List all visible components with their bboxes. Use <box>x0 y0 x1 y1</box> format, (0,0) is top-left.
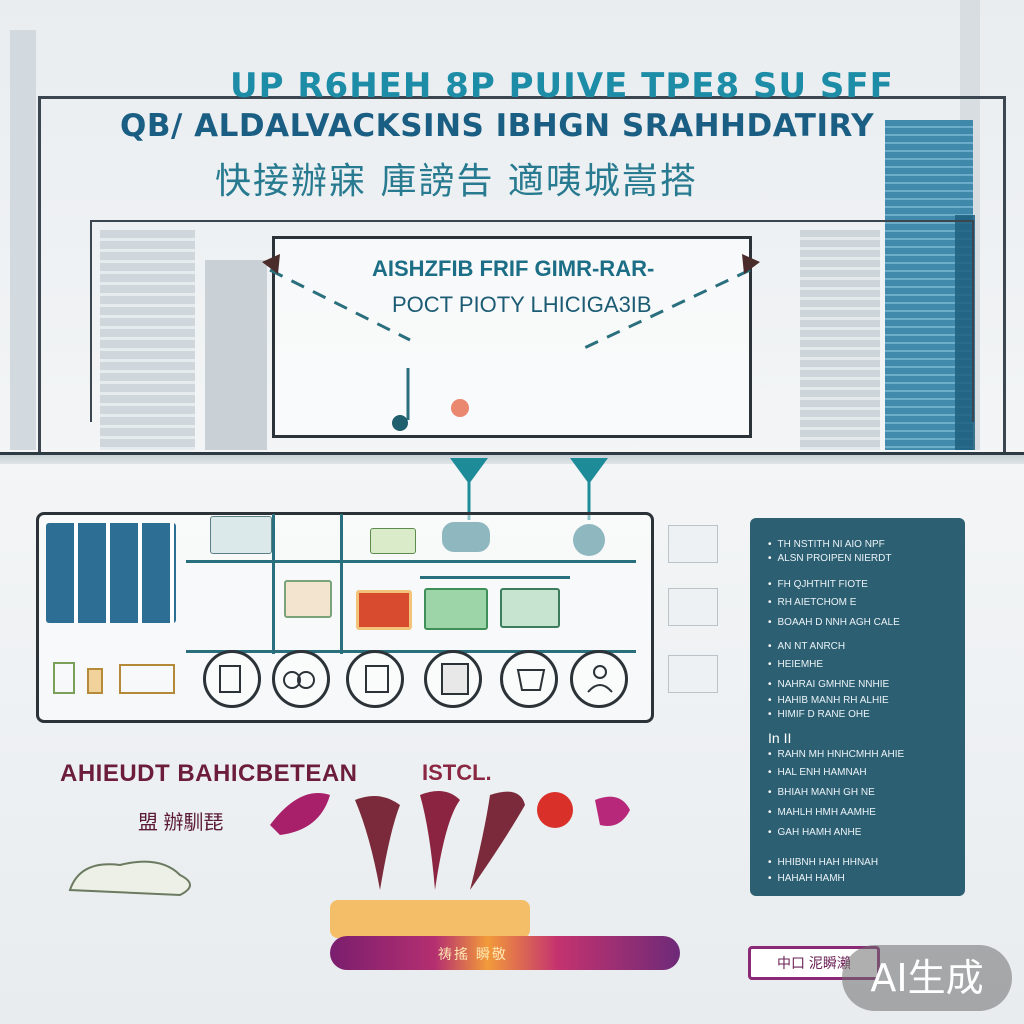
left-section-label: AHIEUDT BAHICBETEAN <box>60 760 358 787</box>
panel-thumbnail[interactable] <box>284 580 332 618</box>
card-bullet: HIMIF D RANE OHE <box>768 710 953 720</box>
user-icon-glyph <box>593 665 607 679</box>
flow-wire <box>272 514 275 654</box>
glass-tower-side <box>955 215 975 450</box>
bottom-bar[interactable] <box>330 936 680 970</box>
chart-thumbnail[interactable] <box>210 516 272 554</box>
view-connectors <box>262 254 760 431</box>
list-icon[interactable] <box>346 650 404 708</box>
link-icon-glyph <box>283 671 301 689</box>
splash-shape <box>355 796 400 890</box>
splash-shape <box>270 793 330 835</box>
info-card: TH NSTITH NI AIO NPF ALSN PROIPEN NIERDT… <box>750 518 965 896</box>
panel-thumbnail[interactable] <box>370 528 416 554</box>
card-bullet: MAHLH HMH AAMHE <box>768 808 953 818</box>
folder-icon <box>87 668 103 694</box>
dashed-connector <box>269 268 411 342</box>
glow-base <box>330 900 530 938</box>
card-bullet: HAHAH HAMH <box>768 874 953 884</box>
user-icon-glyph <box>587 684 613 693</box>
card-bullet: BHIAH MANH GH NE <box>768 788 953 798</box>
title-line-2: QB/ ALDALVACKSINS IBHGN SRAHHDATIRY <box>120 108 875 144</box>
background-building <box>100 230 195 450</box>
title-line-1: UP R6HEH 8P PUIVE TPE8 SU SFF <box>230 66 894 106</box>
splash-dot <box>537 792 573 828</box>
card-bullet: NAHRAI GMHNE NNHIE <box>768 680 953 690</box>
down-arrow-icon <box>450 458 488 484</box>
illustration-icon <box>668 525 718 563</box>
flow-left-icons <box>53 662 175 694</box>
illustration-icon <box>668 655 718 693</box>
circle-icon-glyphs <box>219 663 613 695</box>
dashed-connector <box>579 268 751 352</box>
splash-illustration <box>270 791 630 938</box>
panel-thumbnail[interactable] <box>424 588 488 630</box>
file-icon[interactable] <box>424 650 482 708</box>
illustration-icon <box>668 588 718 626</box>
card-bullet: HHIBNH HAH HHNAH <box>768 858 953 868</box>
ai-generated-badge: AI生成 <box>842 945 1012 1011</box>
link-icon-glyph <box>297 671 315 689</box>
view-title-line-1: AISHZFIB FRIF GIMR-RAR- <box>372 256 655 281</box>
splash-shape <box>595 796 630 826</box>
flow-wire <box>186 650 636 653</box>
ground-line <box>0 452 1024 464</box>
background-building <box>205 260 267 450</box>
background-building <box>800 230 880 450</box>
card-bullet: HAHIB MANH RH ALHIE <box>768 696 953 706</box>
document-icon-glyph <box>219 665 241 693</box>
card-bullet: RAHN MH HNHCMHH AHIE <box>768 750 953 760</box>
down-arrow-icon <box>570 458 608 484</box>
splash-shape <box>420 791 460 890</box>
user-icon[interactable] <box>570 650 628 708</box>
card-bullet: HAL ENH HAMNAH <box>768 768 953 778</box>
list-icon-glyph <box>365 665 389 693</box>
card-bullet: ALSN PROIPEN NIERDT <box>768 554 953 564</box>
title-chinese: 快接辦寐 庫謗告 適咦城嵩搭 <box>215 161 698 202</box>
file-icon-glyph <box>441 663 469 695</box>
background-building <box>10 30 36 450</box>
card-bullet: HEIEMHE <box>768 660 953 670</box>
panel-thumbnail[interactable] <box>356 590 412 630</box>
node-dot <box>392 415 408 431</box>
inner-frame <box>90 220 974 422</box>
card-bullet: GAH HAMH ANHE <box>768 828 953 838</box>
cloud-doodle <box>68 860 191 897</box>
flow-wire <box>420 576 570 579</box>
flow-wire <box>186 560 636 563</box>
chart-icon <box>119 664 175 694</box>
arrow-left-icon <box>262 254 280 274</box>
view-title-line-2: POCT PIOTY LHICIGA3IB <box>392 292 652 317</box>
card-bullet: TH NSTITH NI AIO NPF <box>768 540 953 550</box>
left-chinese-label: 盟 辦馴琵 <box>138 812 224 834</box>
node-dot <box>451 399 469 417</box>
card-bullet: BOAAH D NNH AGH CALE <box>768 618 953 628</box>
card-heading: In II <box>768 730 792 746</box>
panel-thumbnail[interactable] <box>500 588 560 628</box>
view-frame <box>272 236 752 438</box>
mail-icon-glyph <box>516 669 546 691</box>
card-bullet: AN NT ANRCH <box>768 642 953 652</box>
document-icon[interactable] <box>203 650 261 708</box>
left-doodle <box>68 860 191 897</box>
outer-frame <box>38 96 1006 459</box>
flow-wire <box>340 514 343 654</box>
splash-shape <box>470 791 525 890</box>
folder-icon <box>53 662 75 694</box>
card-bullet: RH AIETCHOM E <box>768 598 953 608</box>
arrow-right-icon <box>742 254 760 274</box>
mail-icon[interactable] <box>500 650 558 708</box>
bottom-bar-text: 祷搖 瞬敬 <box>438 946 508 962</box>
link-icon[interactable] <box>272 650 330 708</box>
card-bullet: FH QJHTHIT FIOTE <box>768 580 953 590</box>
center-section-label: ISTCL. <box>422 760 492 785</box>
dashboard-thumbnail[interactable] <box>46 523 176 623</box>
